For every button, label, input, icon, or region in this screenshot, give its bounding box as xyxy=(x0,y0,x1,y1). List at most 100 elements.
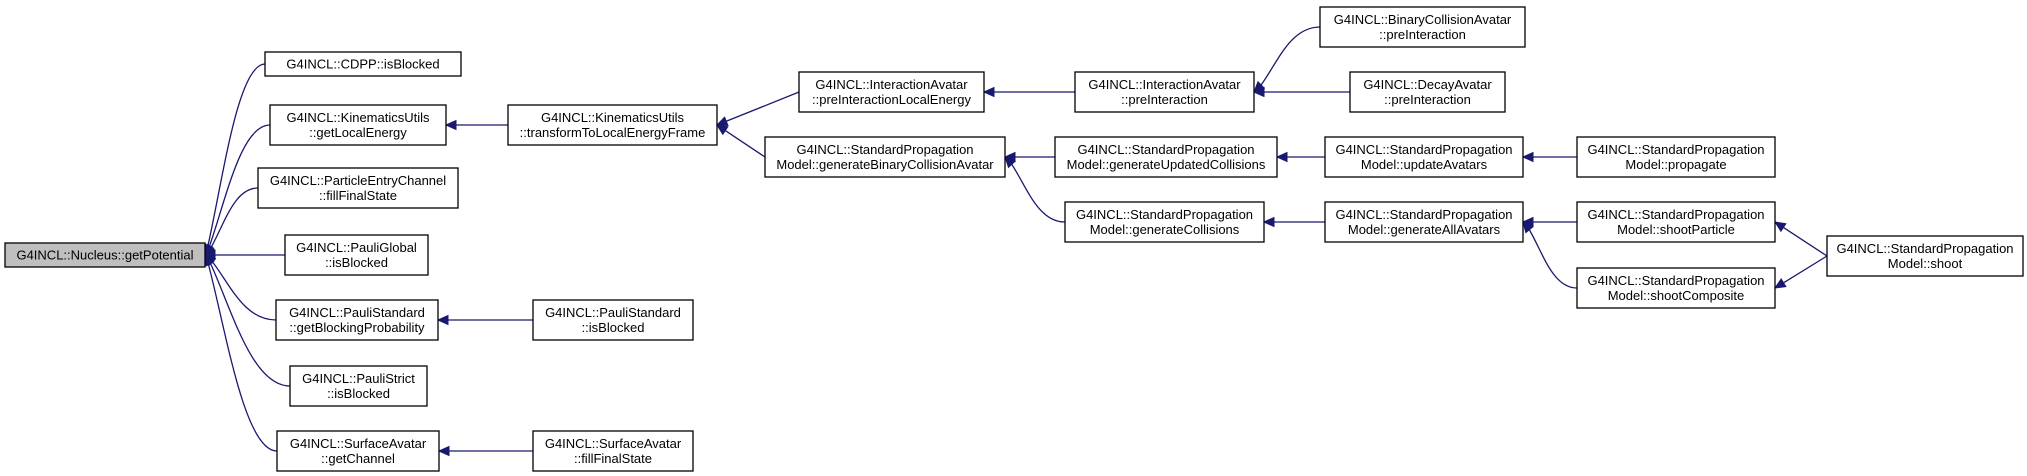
edge-line xyxy=(209,263,291,387)
node-spm-gencol[interactable]: G4INCL::StandardPropagationModel::genera… xyxy=(1064,201,1265,243)
node-label-line: ::fillFinalState xyxy=(319,188,397,203)
edge-pstd-prob-to-root xyxy=(204,254,277,321)
edge-cdpp-to-root xyxy=(203,63,266,257)
node-spm-upd[interactable]: G4INCL::StandardPropagationModel::update… xyxy=(1324,136,1524,178)
node-spm-genbin[interactable]: G4INCL::StandardPropagationModel::genera… xyxy=(764,136,1006,178)
node-label-line: Model::generateCollisions xyxy=(1090,222,1240,237)
node-label-line: G4INCL::StandardPropagation xyxy=(796,142,973,157)
node-label-line: G4INCL::PauliStandard xyxy=(289,305,425,320)
node-label-line: ::preInteractionLocalEnergy xyxy=(812,92,971,107)
node-spm-shootc[interactable]: G4INCL::StandardPropagationModel::shootC… xyxy=(1576,267,1776,309)
node-root[interactable]: G4INCL::Nucleus::getPotential xyxy=(4,242,206,268)
node-label-line: Model::generateUpdatedCollisions xyxy=(1067,157,1266,172)
node-label-line: ::getChannel xyxy=(321,451,395,466)
node-label-line: ::preInteraction xyxy=(1384,92,1471,107)
node-label-line: Model::updateAvatars xyxy=(1361,157,1488,172)
node-label-line: G4INCL::KinematicsUtils xyxy=(541,110,685,125)
node-label-line: G4INCL::PauliStandard xyxy=(545,305,681,320)
node-label-line: G4INCL::InteractionAvatar xyxy=(815,77,968,92)
edge-line xyxy=(207,63,266,246)
node-label-line: G4INCL::PauliStrict xyxy=(302,371,415,386)
node-bca-pre[interactable]: G4INCL::BinaryCollisionAvatar::preIntera… xyxy=(1319,6,1526,48)
edge-bca-pre-to-ia-pre xyxy=(1253,26,1321,93)
node-label-line: G4INCL::ParticleEntryChannel xyxy=(270,173,446,188)
node-spm-genupd[interactable]: G4INCL::StandardPropagationModel::genera… xyxy=(1054,136,1278,178)
edge-spm-genall-to-spm-gencol xyxy=(1262,216,1325,228)
edge-ia-prelocal-to-kin-transform xyxy=(715,91,800,126)
arrowhead xyxy=(1004,156,1016,169)
node-box xyxy=(1319,6,1526,48)
node-label-line: G4INCL::StandardPropagation xyxy=(1836,241,2013,256)
node-label-line: Model::generateAllAvatars xyxy=(1348,222,1501,237)
node-label-line: G4INCL::BinaryCollisionAvatar xyxy=(1334,12,1512,27)
edge-pglobal-to-root xyxy=(203,249,285,261)
edge-kin-transform-to-kin-local xyxy=(444,119,508,131)
node-label-line: ::isBlocked xyxy=(327,386,390,401)
arrowhead xyxy=(1773,221,1787,233)
node-kin-transform[interactable]: G4INCL::KinematicsUtils::transformToLoca… xyxy=(507,104,718,146)
node-box xyxy=(289,365,428,407)
edge-line xyxy=(211,261,277,321)
node-box xyxy=(1324,136,1524,178)
node-box xyxy=(798,71,985,113)
node-label-line: G4INCL::DecayAvatar xyxy=(1363,77,1492,92)
node-box xyxy=(1074,71,1255,113)
edge-line xyxy=(1783,226,1828,257)
node-label-line: G4INCL::SurfaceAvatar xyxy=(290,436,427,451)
node-cdpp[interactable]: G4INCL::CDPP::isBlocked xyxy=(264,51,462,77)
edge-surf-chan-to-root xyxy=(203,253,278,452)
arrowhead xyxy=(1252,86,1265,98)
node-label-line: ::getLocalEnergy xyxy=(309,125,407,140)
node-spm-prop[interactable]: G4INCL::StandardPropagationModel::propag… xyxy=(1576,136,1776,178)
edge-line xyxy=(210,187,259,248)
node-box xyxy=(764,136,1006,178)
node-pstrict[interactable]: G4INCL::PauliStrict::isBlocked xyxy=(289,365,428,407)
edge-spm-shootp-to-spm-genall xyxy=(1521,216,1577,228)
node-box xyxy=(1324,201,1524,243)
node-spm-genall[interactable]: G4INCL::StandardPropagationModel::genera… xyxy=(1324,201,1524,243)
node-layer: G4INCL::Nucleus::getPotential G4INCL::CDP… xyxy=(4,6,2024,472)
node-label-line: G4INCL::InteractionAvatar xyxy=(1088,77,1241,92)
node-ia-prelocal[interactable]: G4INCL::InteractionAvatar::preInteractio… xyxy=(798,71,985,113)
node-decay-pre[interactable]: G4INCL::DecayAvatar::preInteraction xyxy=(1349,71,1506,113)
node-label-line: ::preInteraction xyxy=(1121,92,1208,107)
node-box xyxy=(1576,201,1776,243)
edge-spm-genbin-to-kin-transform xyxy=(715,124,766,158)
node-box xyxy=(275,299,439,341)
edge-spm-shoot-to-spm-shootc xyxy=(1773,255,1828,289)
edge-ia-pre-to-ia-prelocal xyxy=(982,86,1075,98)
node-surf-final[interactable]: G4INCL::SurfaceAvatar::fillFinalState xyxy=(532,430,694,472)
node-label-line: G4INCL::StandardPropagation xyxy=(1076,207,1253,222)
node-label-line: Model::propagate xyxy=(1625,157,1726,172)
edge-spm-shootc-to-spm-genall xyxy=(1522,221,1578,289)
node-pglobal[interactable]: G4INCL::PauliGlobal::isBlocked xyxy=(284,234,429,276)
node-box xyxy=(269,104,447,146)
node-kin-local[interactable]: G4INCL::KinematicsUtils::getLocalEnergy xyxy=(269,104,447,146)
arrowhead xyxy=(444,119,457,131)
edge-line xyxy=(208,124,271,247)
node-label-line: G4INCL::StandardPropagation xyxy=(1587,273,1764,288)
node-box xyxy=(532,299,694,341)
node-box xyxy=(507,104,718,146)
node-box xyxy=(4,242,206,268)
node-label-line: G4INCL::StandardPropagation xyxy=(1077,142,1254,157)
node-pstd-blocked[interactable]: G4INCL::PauliStandard::isBlocked xyxy=(532,299,694,341)
node-ia-pre[interactable]: G4INCL::InteractionAvatar::preInteractio… xyxy=(1074,71,1255,113)
arrowhead xyxy=(1275,151,1288,163)
node-box xyxy=(257,167,459,209)
arrowhead xyxy=(1521,151,1534,163)
node-pstd-prob[interactable]: G4INCL::PauliStandard::getBlockingProbab… xyxy=(275,299,439,341)
node-label-line: ::transformToLocalEnergyFrame xyxy=(520,125,706,140)
edge-pstd-blocked-to-pstd-prob xyxy=(436,314,533,326)
node-surf-chan[interactable]: G4INCL::SurfaceAvatar::getChannel xyxy=(276,430,440,472)
node-box xyxy=(1349,71,1506,113)
edge-spm-upd-to-spm-genupd xyxy=(1275,151,1325,163)
node-spm-shootp[interactable]: G4INCL::StandardPropagationModel::shootP… xyxy=(1576,201,1776,243)
edge-line xyxy=(1783,255,1828,284)
node-pec[interactable]: G4INCL::ParticleEntryChannel::fillFinalS… xyxy=(257,167,459,209)
edge-line xyxy=(1011,163,1066,223)
node-label-line: G4INCL::Nucleus::getPotential xyxy=(16,248,193,263)
edge-line xyxy=(207,264,278,452)
